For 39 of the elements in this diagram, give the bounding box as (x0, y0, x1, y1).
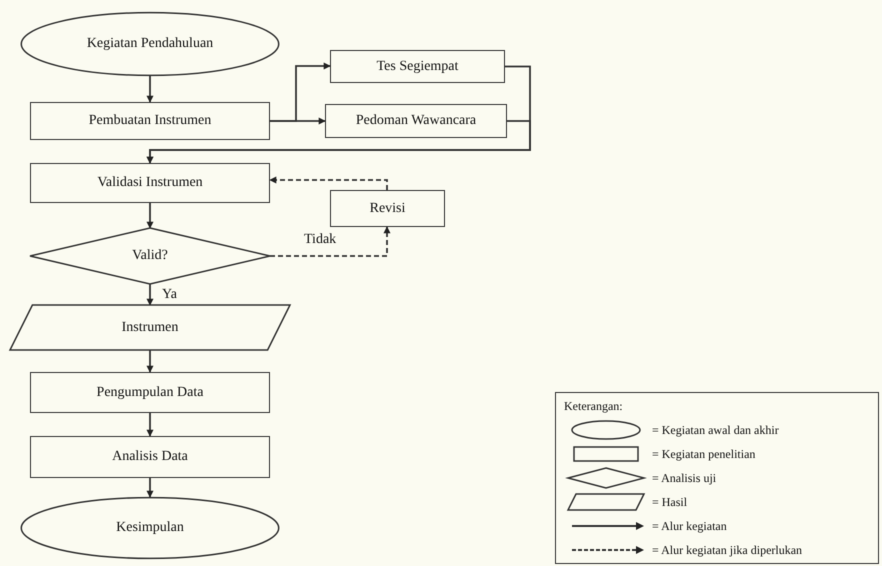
process-box (30, 436, 270, 478)
output-parallelogram (10, 305, 290, 350)
arrow (146, 413, 154, 437)
node-label: Analisis Data (111, 449, 189, 465)
process-box (325, 104, 507, 138)
process-box (30, 372, 270, 413)
dashed-arrow (269, 176, 388, 190)
arrow (146, 478, 154, 498)
legend-label: = Hasil (652, 494, 688, 510)
process-box (30, 102, 270, 140)
node-label: Validasi Instrumen (96, 175, 204, 191)
arrow (146, 203, 154, 229)
arrow (146, 350, 154, 373)
node-label: Pedoman Wawancara (354, 113, 478, 129)
legend-label: = Analisis uji (652, 470, 716, 486)
arrow (146, 284, 154, 306)
terminal-ellipse (20, 12, 280, 76)
node-label: Revisi (368, 200, 406, 216)
node-label: Valid? (131, 248, 169, 264)
node-label: Kegiatan Pendahuluan (86, 36, 214, 52)
node-label: Instrumen (120, 320, 180, 336)
arrow (270, 118, 326, 124)
node-label: Tes Segiempat (376, 58, 460, 74)
legend-label: = Alur kegiatan (652, 518, 727, 534)
arrow (146, 76, 154, 103)
node-label: Pengumpulan Data (96, 384, 204, 400)
node-label: Pembuatan Instrumen (88, 113, 212, 129)
terminal-ellipse (20, 497, 280, 559)
legend-label: = Alur kegiatan jika diperlukan (652, 542, 802, 558)
dashed-arrow (270, 226, 390, 257)
arrow (146, 120, 531, 164)
legend-label: = Kegiatan awal dan akhir (652, 422, 779, 438)
process-box (330, 190, 445, 227)
node-label: Kesimpulan (115, 520, 185, 536)
legend-label: = Kegiatan penelitian (652, 446, 756, 462)
process-box (330, 50, 505, 83)
process-box (30, 163, 270, 203)
legend-title: Keterangan: (564, 399, 623, 414)
decision-diamond (30, 228, 270, 284)
